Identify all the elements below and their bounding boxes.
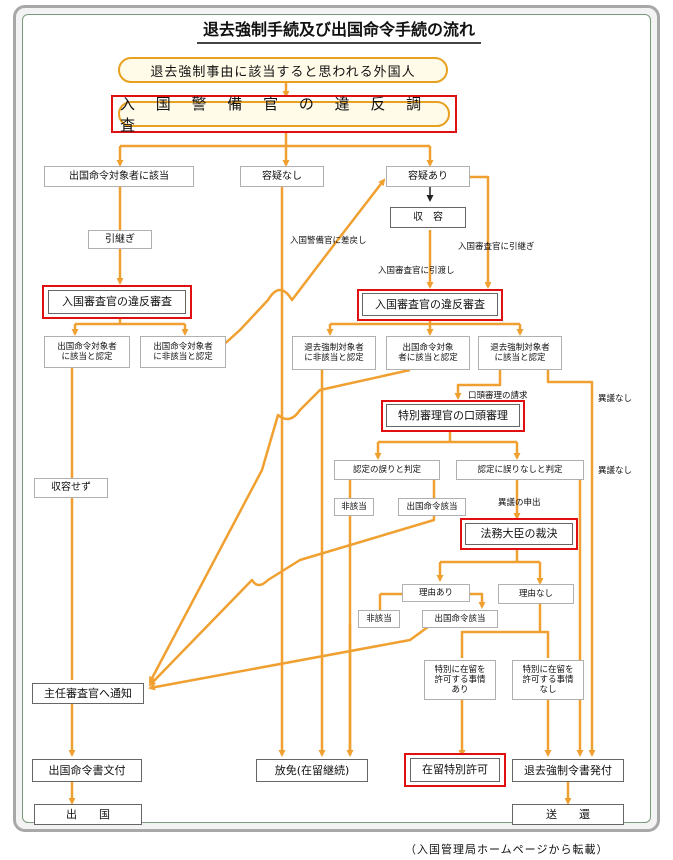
node-not-applicable-2: 非該当 <box>358 610 400 628</box>
node-recognized-not-exit: 出国命令対象者 に非該当と認定 <box>140 336 226 368</box>
edge-return-to-guard <box>219 178 386 349</box>
node-suspected: 容疑あり <box>386 166 470 187</box>
node-no-detention: 収容せず <box>34 478 108 498</box>
node-handover: 引継ぎ <box>88 230 152 249</box>
label-oral-request: 口頭審理の請求 <box>468 391 528 401</box>
node-special-circumstances-yes: 特別に在留を 許可する事情 あり <box>424 660 496 700</box>
node-with-reason: 理由あり <box>402 584 470 602</box>
node-exam-center: 入国審査官の違反審査 <box>362 293 498 316</box>
node-issue-exit-order: 出国命令書文付 <box>32 759 142 782</box>
node-release: 放免(在留継続) <box>256 759 368 782</box>
node-exit-order-applicable-2: 出国命令該当 <box>398 498 466 516</box>
node-detention: 収 容 <box>390 207 466 228</box>
node-special-circumstances-no: 特別に在留を 許可する事情 なし <box>512 660 584 700</box>
edge-investigation-split <box>120 132 430 148</box>
edge-oral-request <box>454 370 502 400</box>
node-exit-order-applicable: 出国命令対象者に該当 <box>44 166 194 187</box>
edge-reason-split <box>380 592 482 607</box>
node-minister-decision: 法務大臣の裁決 <box>465 523 573 545</box>
label-no-objection-1: 異議なし <box>598 394 633 404</box>
edge-minister-split <box>440 548 540 564</box>
edge-error-to-exit-order <box>148 480 436 687</box>
node-special-inquiry: 特別審理官の口頭審理 <box>386 404 520 427</box>
label-objection: 異議の申出 <box>498 498 541 508</box>
source-note: （入国管理局ホームページから転載） <box>405 843 609 856</box>
label-no-objection-2: 異議なし <box>598 466 633 476</box>
edge-exit-center-to-notify <box>148 368 411 684</box>
edge-inquiry-split <box>378 432 517 444</box>
node-not-applicable-1: 非該当 <box>334 498 374 516</box>
node-decision-no-error: 認定に誤りなしと判定 <box>456 460 584 480</box>
node-depart: 出 国 <box>34 804 142 825</box>
node-investigation: 入 国 警 備 官 の 違 反 調 査 <box>118 95 450 134</box>
edge-exit-order-3-notify <box>148 622 433 691</box>
node-exit-order-applicable-3: 出国命令該当 <box>422 610 498 628</box>
node-issue-deportation: 退去強制令書発付 <box>512 759 624 782</box>
label-return-to-guard: 入国警備官に差戻し <box>290 236 367 246</box>
label-hand-over: 入国審査官に引渡し <box>378 266 455 276</box>
node-not-deportation: 退去強制対象者 に非該当と認定 <box>292 336 376 370</box>
node-deportation-recognized: 退去強制対象者 に該当と認定 <box>478 336 562 370</box>
node-notify-chief: 主任審査官へ通知 <box>32 683 144 704</box>
edge-no-objection-1 <box>546 370 596 757</box>
node-start: 退去強制事由に該当すると思われる外国人 <box>118 57 448 83</box>
node-special-permission: 在留特別許可 <box>410 758 500 782</box>
node-decision-error: 認定の誤りと判定 <box>334 460 440 480</box>
node-recognized-exit: 出国命令対象者 に該当と認定 <box>44 336 130 368</box>
edge-suspected-right <box>470 175 492 289</box>
edge-without-reason-split <box>460 604 550 658</box>
node-deport: 送 還 <box>512 804 624 825</box>
label-handover-to-inspector: 入国審査官に引継ぎ <box>458 242 535 252</box>
node-exam-left: 入国審査官の違反審査 <box>48 290 186 314</box>
node-without-reason: 理由なし <box>498 584 574 604</box>
node-exit-order-center: 出国命令対象 者に該当と認定 <box>386 336 470 370</box>
diagram-title: 退去強制手続及び出国命令手続の流れ <box>197 18 481 44</box>
node-no-suspicion: 容疑なし <box>240 166 324 187</box>
